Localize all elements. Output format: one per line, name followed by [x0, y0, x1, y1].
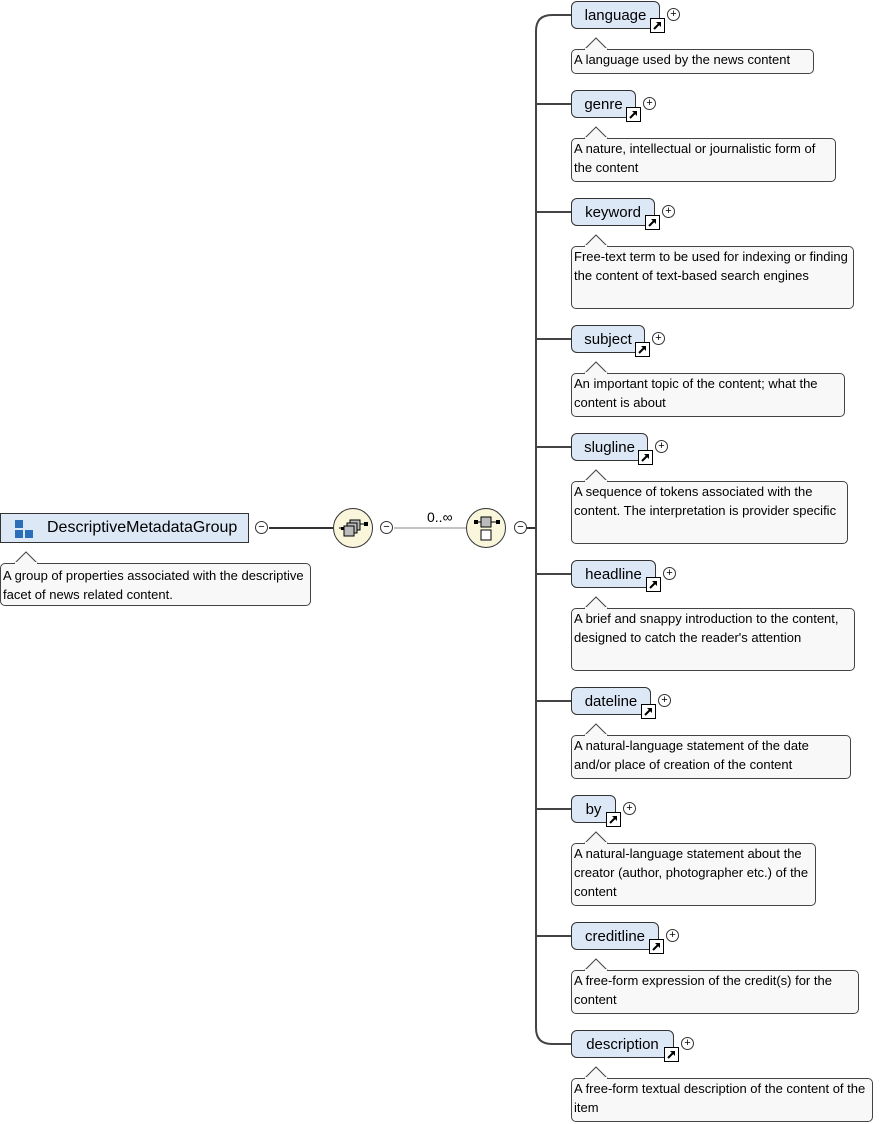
- reference-arrow-icon: [646, 577, 661, 592]
- annotation-description: A free-form textual description of the c…: [571, 1078, 873, 1122]
- reference-arrow-icon: [650, 18, 665, 33]
- annotation-tip-cover: [585, 480, 607, 483]
- annotation-tip-cover: [585, 48, 607, 51]
- element-description[interactable]: description: [571, 1030, 674, 1058]
- all-compositor-icon: [339, 519, 368, 537]
- reference-arrow-icon: [638, 450, 653, 465]
- expand-button-description[interactable]: +: [681, 1037, 694, 1050]
- element-name: dateline: [584, 692, 638, 710]
- root-group-name: DescriptiveMetadataGroup: [47, 519, 238, 536]
- annotation-tip: [584, 1066, 608, 1080]
- element-name: language: [584, 6, 647, 24]
- reference-arrow-icon: [645, 215, 660, 230]
- annotation-tip: [584, 126, 608, 140]
- expand-button-keyword[interactable]: +: [662, 205, 675, 218]
- reference-arrow-icon: [664, 1047, 679, 1062]
- expand-button-slugline[interactable]: +: [655, 440, 668, 453]
- element-subject[interactable]: subject: [571, 325, 645, 353]
- annotation-tip: [584, 596, 608, 610]
- reference-arrow-icon: [641, 704, 656, 719]
- element-slugline[interactable]: slugline: [571, 433, 648, 461]
- element-name: by: [585, 800, 602, 818]
- annotation-tip-cover: [585, 607, 607, 610]
- annotation-tip-cover: [585, 245, 607, 248]
- all-compositor-collapse-button[interactable]: −: [380, 521, 393, 534]
- annotation-creditline: A free-form expression of the credit(s) …: [571, 970, 859, 1014]
- element-name: keyword: [585, 203, 641, 221]
- annotation-tip: [584, 361, 608, 375]
- annotation-tip-cover: [585, 137, 607, 140]
- element-name: subject: [584, 330, 632, 348]
- annotation-tip: [584, 831, 608, 845]
- annotation-dateline: A natural-language statement of the date…: [571, 735, 851, 779]
- reference-arrow-icon: [606, 812, 621, 827]
- root-group-box[interactable]: DescriptiveMetadataGroup: [0, 513, 249, 543]
- root-annotation-tip-cover: [15, 562, 37, 565]
- annotation-tip: [584, 723, 608, 737]
- root-annotation-tip: [14, 551, 38, 565]
- annotation-headline: A brief and snappy introduction to the c…: [571, 608, 855, 671]
- annotation-tip: [584, 37, 608, 51]
- root-annotation: A group of properties associated with th…: [0, 563, 311, 606]
- expand-button-creditline[interactable]: +: [666, 929, 679, 942]
- expand-button-language[interactable]: +: [667, 8, 680, 21]
- occurrence-label: 0..∞: [427, 509, 453, 525]
- reference-arrow-icon: [626, 107, 641, 122]
- element-name: description: [586, 1035, 659, 1053]
- annotation-tip: [584, 234, 608, 248]
- annotation-slugline: A sequence of tokens associated with the…: [571, 481, 848, 544]
- expand-button-genre[interactable]: +: [643, 97, 656, 110]
- element-genre[interactable]: genre: [571, 90, 636, 118]
- annotation-keyword: Free-text term to be used for indexing o…: [571, 246, 854, 309]
- annotation-tip: [584, 469, 608, 483]
- annotation-tip-cover: [585, 734, 607, 737]
- element-name: creditline: [584, 927, 646, 945]
- element-headline[interactable]: headline: [571, 560, 656, 588]
- annotation-tip-cover: [585, 842, 607, 845]
- sequence-compositor-icon: [474, 516, 500, 541]
- annotation-tip-cover: [585, 969, 607, 972]
- sequence-compositor-collapse-button[interactable]: −: [514, 521, 527, 534]
- element-name: slugline: [584, 438, 635, 456]
- annotation-tip-cover: [585, 372, 607, 375]
- annotation-genre: A nature, intellectual or journalistic f…: [571, 138, 836, 182]
- annotation-by: A natural-language statement about the c…: [571, 843, 816, 906]
- root-collapse-button[interactable]: −: [255, 521, 268, 534]
- annotation-subject: An important topic of the content; what …: [571, 373, 845, 417]
- element-name: headline: [585, 565, 642, 583]
- expand-button-subject[interactable]: +: [652, 332, 665, 345]
- element-creditline[interactable]: creditline: [571, 922, 659, 950]
- element-dateline[interactable]: dateline: [571, 687, 651, 715]
- sequence-compositor[interactable]: [466, 508, 506, 548]
- expand-button-by[interactable]: +: [623, 802, 636, 815]
- annotation-language: A language used by the news content: [571, 49, 814, 74]
- element-keyword[interactable]: keyword: [571, 198, 655, 226]
- expand-button-headline[interactable]: +: [663, 567, 676, 580]
- reference-arrow-icon: [635, 342, 650, 357]
- annotation-tip: [584, 958, 608, 972]
- all-compositor[interactable]: [333, 508, 373, 548]
- expand-button-dateline[interactable]: +: [658, 694, 671, 707]
- annotation-tip-cover: [585, 1077, 607, 1080]
- reference-arrow-icon: [649, 939, 664, 954]
- group-icon: [13, 518, 33, 538]
- element-name: genre: [584, 95, 623, 113]
- element-language[interactable]: language: [571, 1, 660, 29]
